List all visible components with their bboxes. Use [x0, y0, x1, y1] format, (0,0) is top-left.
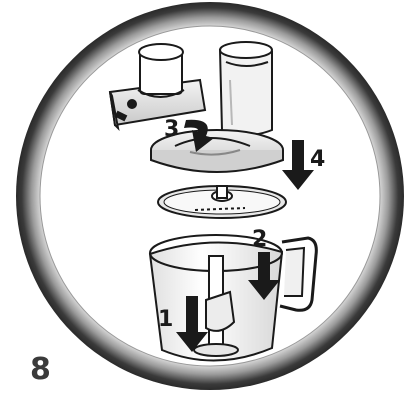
slicing-disc [157, 185, 287, 219]
step-arrows [176, 119, 314, 352]
arrow-step-3 [184, 119, 214, 152]
arrow-step-2 [248, 252, 280, 300]
feed-tube [218, 41, 273, 136]
step-label-1: 1 [158, 307, 173, 332]
food-pusher [108, 43, 207, 131]
blade-spindle [193, 255, 239, 357]
step-label-4: 4 [310, 147, 325, 172]
arrow-step-4 [282, 140, 314, 190]
page-number: 8 [30, 352, 51, 387]
step-label-3: 3 [164, 117, 179, 142]
step-label-2: 2 [252, 227, 267, 252]
processor-lid [150, 129, 284, 173]
arrow-step-1 [176, 296, 208, 352]
